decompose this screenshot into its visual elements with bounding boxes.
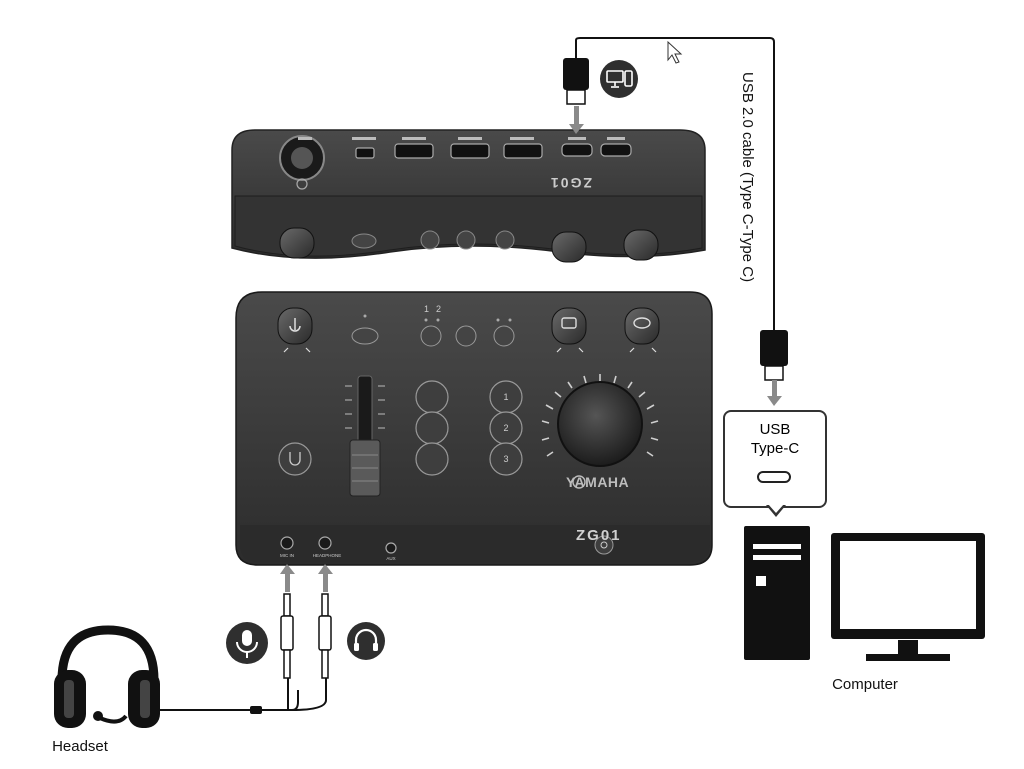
- usb-label: USB: [759, 421, 791, 438]
- aux-port-label: AUX: [386, 556, 395, 561]
- svg-text:1: 1: [503, 392, 508, 402]
- cable-label: USB 2.0 cable (Type C-Type C): [739, 72, 756, 283]
- usb-c-port-icon: [757, 471, 791, 483]
- microphone-icon: [226, 622, 268, 664]
- mic-in-port-label: MIC IN: [280, 553, 294, 558]
- headphones-icon: [347, 622, 385, 660]
- cursor-icon: [667, 40, 683, 64]
- computer-icon: [744, 526, 985, 661]
- headset-label: Headset: [52, 738, 108, 755]
- computer-label: Computer: [832, 676, 898, 693]
- audio-plugs: [280, 593, 332, 679]
- brand-logo: YAMAHA: [566, 474, 630, 490]
- usb-type-c-callout: USB Type-C: [723, 410, 827, 508]
- svg-text:2: 2: [503, 423, 508, 433]
- device-top-view: 1 2 123: [235, 291, 713, 566]
- usb-cable: [575, 37, 775, 332]
- model-text-rear: ZG01: [549, 175, 592, 191]
- usb-plug-icon: [563, 58, 788, 381]
- headphone-port-label: HEADPHONE: [313, 553, 342, 558]
- model-name: ZG01: [576, 527, 622, 544]
- device-badge: [600, 60, 638, 98]
- type-c-label: Type-C: [750, 440, 800, 457]
- device-rear-view: ZG01: [231, 129, 706, 263]
- connection-arrows: [280, 106, 782, 592]
- channel-2-label: 2: [436, 304, 441, 314]
- headset-icon: [54, 625, 160, 728]
- svg-text:3: 3: [503, 454, 508, 464]
- headset-cables: [150, 678, 327, 711]
- channel-1-label: 1: [424, 304, 429, 314]
